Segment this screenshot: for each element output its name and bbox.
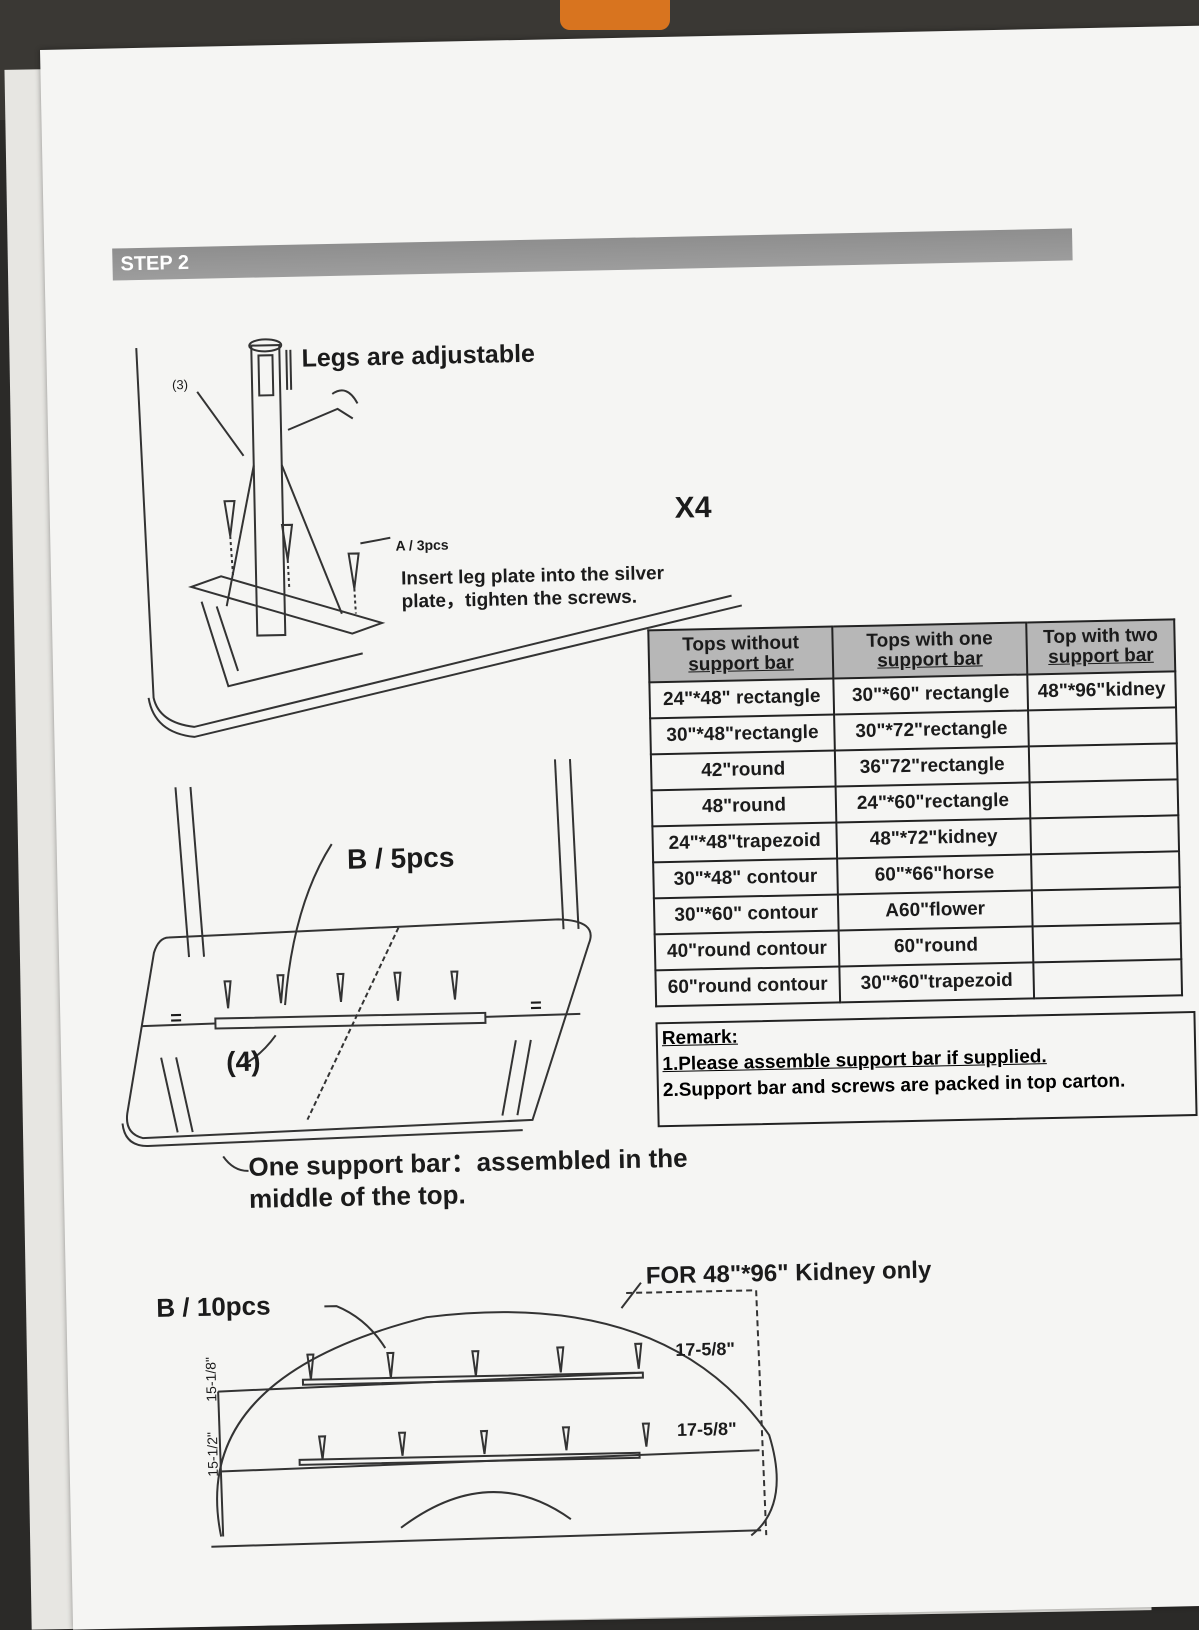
- header-tops-without: Tops without support bar: [648, 626, 834, 683]
- table-cell: [1032, 923, 1182, 963]
- leg-assembly-drawing: [121, 338, 778, 1548]
- table-cell: 30"*48" contour: [653, 858, 838, 899]
- table-cell: 24"*48" rectangle: [649, 678, 835, 719]
- equal-mark-right: =: [529, 994, 543, 1017]
- table-cell: 60"round contour: [655, 966, 841, 1007]
- table-cell: [1031, 851, 1180, 891]
- header-line: support bar: [1047, 644, 1154, 669]
- background-orange-object: [560, 0, 670, 30]
- table-cell: 24"*60"rectangle: [835, 782, 1031, 823]
- table-cell: [1029, 779, 1179, 819]
- part-4-label: (4): [225, 1045, 261, 1078]
- screws-b10-label: B / 10pcs: [156, 1290, 271, 1323]
- kidney-dim-bottom: 17-5/8": [676, 1418, 737, 1440]
- screws-a-label: A / 3pcs: [395, 536, 449, 554]
- table-cell: 48"*72"kidney: [836, 818, 1032, 859]
- kidney-dim-side-1: 15-1/8": [202, 1356, 220, 1402]
- table-cell: 30"*48"rectangle: [650, 714, 835, 755]
- table-cell: [1028, 707, 1177, 747]
- table-cell: 30"*60" contour: [653, 894, 839, 935]
- table-cell: 48"*96"kidney: [1027, 671, 1177, 711]
- kidney-title: FOR 48"*96" Kidney only: [645, 1256, 932, 1290]
- header-line: support bar: [876, 648, 983, 672]
- instruction-sheet: STEP 2: [40, 24, 1199, 1630]
- table-cell: [1028, 743, 1178, 783]
- kidney-dim-side-2: 15-1/2": [203, 1431, 221, 1477]
- table-cell: 60"*66"horse: [837, 854, 1032, 895]
- table-cell: [1031, 887, 1181, 927]
- table-cell: 60"round: [838, 926, 1034, 967]
- equal-mark-left: =: [170, 1007, 183, 1030]
- table-cell: 36"72"rectangle: [834, 746, 1030, 787]
- table-cell: 30"*72"rectangle: [834, 710, 1029, 751]
- table-cell: 48"round: [651, 786, 837, 827]
- part-3-label: (3): [171, 376, 189, 393]
- table-cell: 24"*48"trapezoid: [652, 822, 838, 863]
- table-cell: 30"*60"trapezoid: [839, 962, 1035, 1003]
- table-cell: 30"*60" rectangle: [833, 674, 1029, 715]
- screws-b5-label: B / 5pcs: [346, 841, 455, 875]
- header-line: support bar: [688, 652, 795, 676]
- tops-support-table: Tops without support bar Tops with one s…: [647, 618, 1183, 1007]
- table-cell: A60"flower: [837, 890, 1033, 931]
- table-cell: 40"round contour: [654, 930, 840, 971]
- table-cell: [1030, 815, 1180, 855]
- table-cell: 42"round: [650, 750, 836, 791]
- header-tops-with-two: Top with two support bar: [1026, 619, 1176, 675]
- leg-plate-instruction: Insert leg plate into the silver plate，t…: [401, 562, 665, 613]
- remark-box: Remark: 1.Please assemble support bar if…: [655, 1011, 1198, 1128]
- table-cell: [1033, 959, 1183, 999]
- quantity-multiplier: X4: [674, 491, 712, 525]
- kidney-dim-top: 17-5/8": [675, 1338, 736, 1360]
- support-bar-note: One support bar：assembled in the middle …: [248, 1142, 688, 1215]
- header-tops-with-one: Tops with one support bar: [832, 622, 1028, 679]
- legs-adjustable-label: Legs are adjustable: [301, 339, 536, 373]
